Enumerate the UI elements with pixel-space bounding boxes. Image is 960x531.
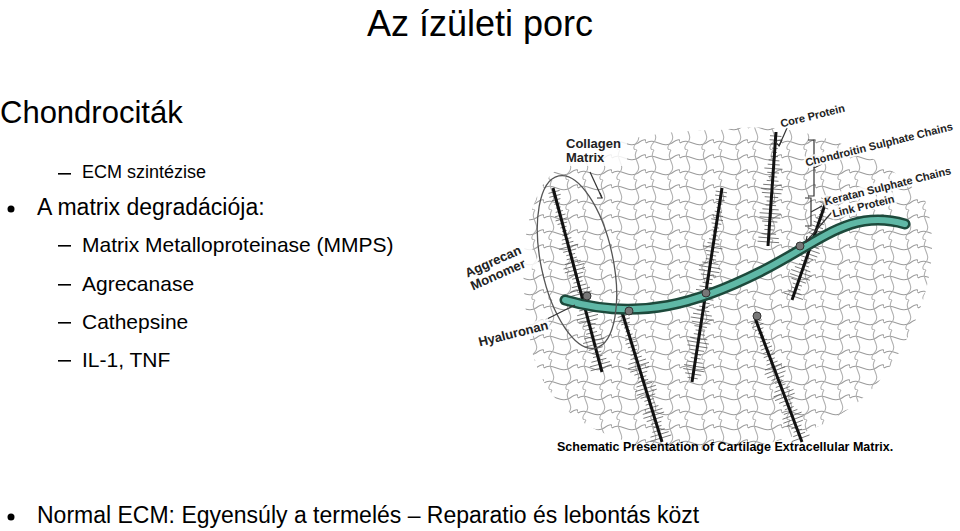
aggrecan-monomers	[549, 132, 833, 442]
sub-item: Agrecanase	[82, 272, 194, 295]
core-protein-line	[622, 312, 662, 442]
leader-lines	[545, 128, 832, 320]
sub-item: Cathepsine	[82, 310, 188, 333]
core-protein-line	[768, 132, 776, 246]
bullet-markers	[8, 173, 72, 521]
hyaluronan-band	[565, 220, 905, 309]
heading: Chondrociták	[0, 96, 183, 130]
core-protein-line	[553, 188, 602, 372]
sub-item: IL-1, TNF	[82, 348, 170, 371]
sub-item: Matrix Metalloproteinase (MMPS)	[82, 233, 394, 256]
collagen-matrix	[500, 110, 940, 470]
hyaluronan-core	[565, 220, 905, 309]
bullet-item: Normal ECM: Egyensúly a termelés – Repar…	[37, 503, 699, 528]
bullet-item: A matrix degradációja:	[37, 195, 265, 220]
sub-item: ECM szintézise	[82, 163, 206, 183]
core-protein-line	[692, 188, 722, 382]
part-label: Collagen Matrix	[565, 137, 627, 166]
part-label: Core Protein	[778, 102, 847, 130]
figure-caption: Schematic Presentation of Cartilage Extr…	[557, 441, 893, 455]
slide-title: Az ízületi porc	[0, 4, 960, 44]
core-protein-line	[755, 318, 802, 442]
